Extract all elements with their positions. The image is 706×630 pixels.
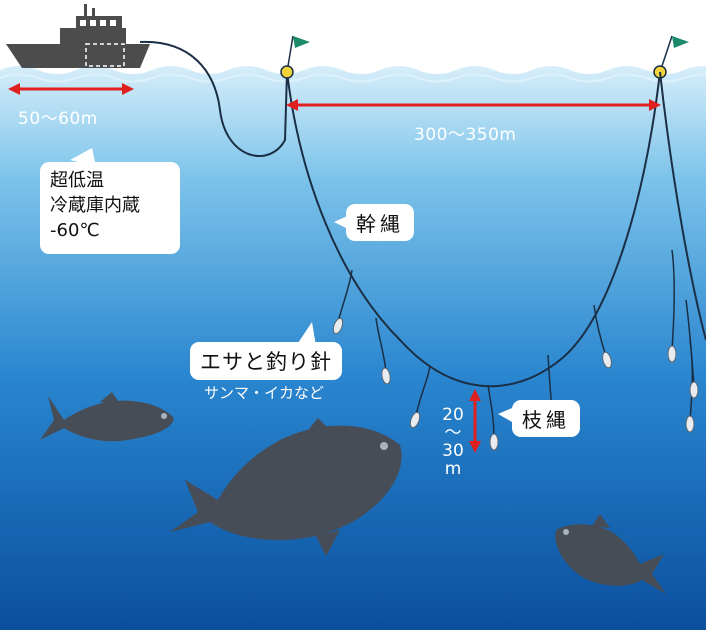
- wave-highlight: [0, 73, 706, 83]
- tuna-right: [555, 514, 666, 594]
- branch-lines: [337, 249, 695, 439]
- bait-examples-label: サンマ・イカなど: [204, 384, 325, 402]
- bait-callout: エサと釣り針: [190, 342, 342, 380]
- depth-label-bottom: 30: [442, 441, 464, 461]
- depth-label-tilde: ～: [444, 423, 462, 443]
- main-line-continued: [659, 71, 706, 341]
- depth-label: 20 ～ 30 m: [438, 406, 468, 478]
- depth-label-unit: m: [444, 459, 462, 479]
- freezer-callout: 超低温 冷蔵庫内蔵 -60℃: [40, 162, 180, 254]
- branch-line-label: 枝縄: [512, 400, 580, 437]
- ship-distance-arrow: [8, 83, 134, 95]
- freezer-callout-line-1: 超低温: [50, 170, 104, 191]
- main-line: [286, 71, 661, 388]
- freezer-callout-line-3: -60℃: [50, 220, 100, 241]
- depth-arrow: [469, 389, 481, 453]
- branch-line-label-pointer: [498, 408, 512, 422]
- ship-distance-label: 50～60m: [18, 109, 98, 129]
- tow-line: [139, 40, 288, 157]
- fishing-ship: [6, 4, 150, 68]
- float-distance-label: 300～350m: [414, 125, 517, 145]
- freezer-callout-pointer: [70, 148, 96, 166]
- main-line-label: 幹縄: [346, 204, 414, 241]
- depth-label-top: 20: [442, 405, 464, 425]
- bait-callout-pointer: [296, 322, 316, 346]
- float-distance-arrow: [286, 99, 661, 111]
- float-left: [280, 35, 310, 79]
- freezer-callout-line-2: 冷蔵庫内蔵: [50, 195, 140, 216]
- tuna-left: [40, 392, 174, 442]
- tuna-large: [170, 418, 402, 556]
